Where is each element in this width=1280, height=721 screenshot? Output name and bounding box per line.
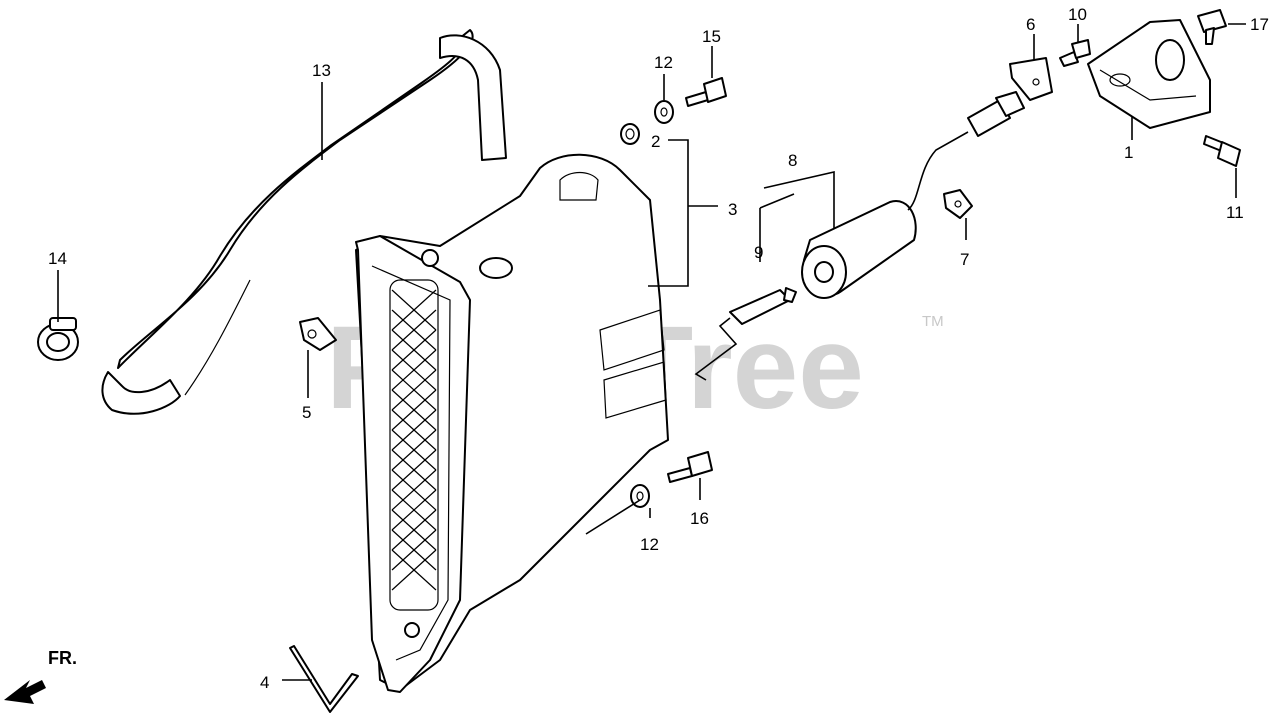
callout-5: 5 bbox=[302, 403, 311, 422]
front-label: FR. bbox=[48, 648, 77, 668]
callout-1: 1 bbox=[1124, 143, 1133, 162]
cover-part-1[interactable] bbox=[1087, 19, 1211, 129]
callout-12-bottom: 12 bbox=[640, 535, 659, 554]
callout-13: 13 bbox=[312, 61, 331, 80]
callout-8: 8 bbox=[788, 151, 797, 170]
callout-7: 7 bbox=[960, 250, 969, 269]
bolt-part-17[interactable] bbox=[1197, 9, 1227, 45]
callout-15: 15 bbox=[702, 27, 721, 46]
callout-2: 2 bbox=[651, 132, 660, 151]
bolt-part-15[interactable] bbox=[685, 77, 727, 107]
clip-part-7[interactable] bbox=[943, 189, 973, 219]
callout-12-top: 12 bbox=[654, 53, 673, 72]
callout-3: 3 bbox=[728, 200, 737, 219]
clamp-part-14[interactable] bbox=[37, 317, 79, 361]
callout-14: 14 bbox=[48, 249, 67, 268]
filter-part-8[interactable] bbox=[801, 200, 917, 299]
bolt-part-10[interactable] bbox=[1059, 39, 1091, 67]
callout-11: 11 bbox=[1226, 203, 1244, 222]
front-direction-arrow: FR. bbox=[4, 648, 77, 704]
clip-part-5[interactable] bbox=[299, 317, 337, 351]
watermark-tm: TM bbox=[922, 313, 944, 330]
hose-part-13[interactable] bbox=[101, 29, 507, 415]
grommet-part-2[interactable] bbox=[620, 123, 640, 145]
air-cleaner-case-part-3[interactable] bbox=[355, 153, 669, 693]
wire-harness[interactable] bbox=[907, 91, 1025, 211]
pin-part-4[interactable] bbox=[289, 645, 359, 713]
callout-16: 16 bbox=[690, 509, 709, 528]
callout-6: 6 bbox=[1026, 15, 1035, 34]
callout-17: 17 bbox=[1250, 15, 1269, 34]
callout-4: 4 bbox=[260, 673, 269, 692]
bolt-part-11[interactable] bbox=[1203, 135, 1241, 167]
pin-part-9[interactable] bbox=[694, 287, 797, 381]
callout-9: 9 bbox=[754, 243, 763, 262]
bolt-part-16[interactable] bbox=[667, 451, 713, 483]
washer-part-12-top[interactable] bbox=[654, 100, 674, 124]
leader-lines bbox=[57, 23, 1246, 681]
washer-part-12-bottom[interactable] bbox=[630, 484, 650, 508]
callout-10: 10 bbox=[1068, 5, 1087, 24]
bracket-part-6[interactable] bbox=[1009, 57, 1053, 101]
